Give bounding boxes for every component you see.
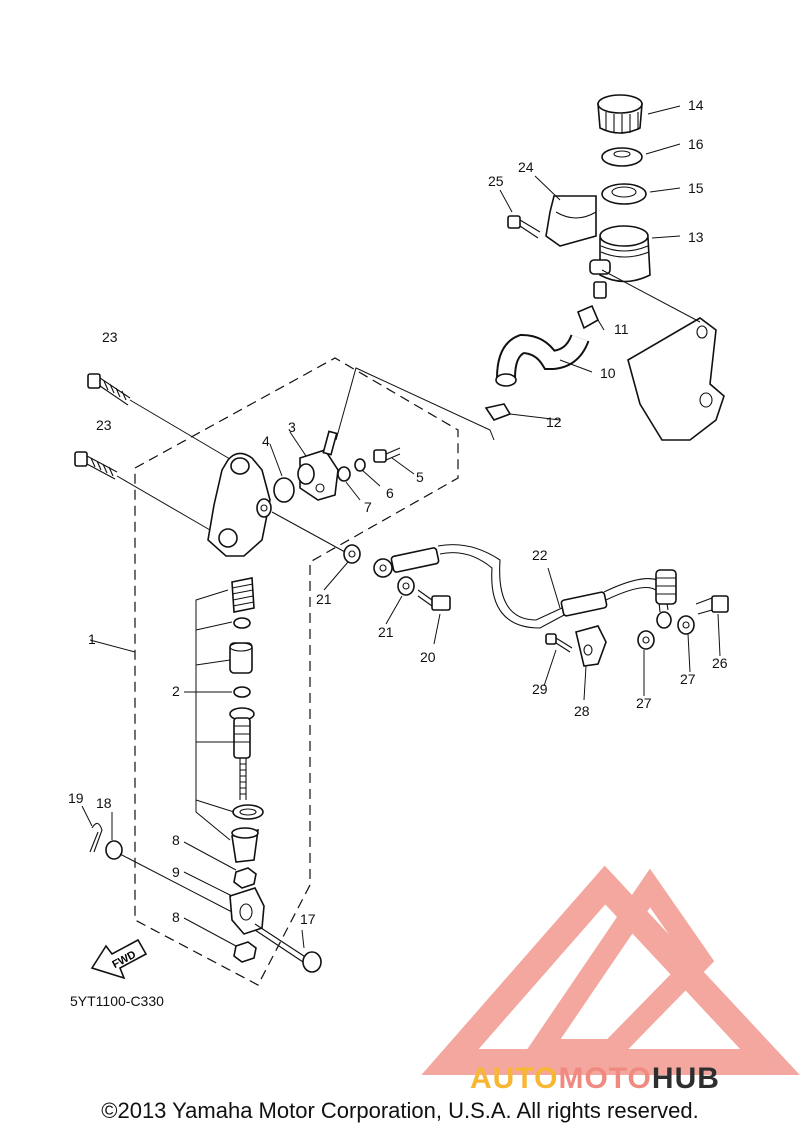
copyright-notice: ©2013 Yamaha Motor Corporation, U.S.A. A… [101, 1098, 699, 1123]
fwd-arrow: FWD [90, 938, 148, 980]
callout-27-right: 27 [680, 671, 696, 687]
washer-6 [354, 458, 366, 472]
callout-21-right: 21 [378, 624, 394, 640]
assembly-boundary [134, 357, 459, 986]
callout-8-lower: 8 [172, 909, 180, 925]
union-bolt-20 [417, 589, 451, 611]
callout-4: 4 [262, 433, 270, 449]
callout-6: 6 [386, 485, 394, 501]
callout-24: 24 [518, 159, 534, 175]
union-bolt-26 [695, 595, 729, 615]
reservoir-cap-14 [597, 94, 643, 134]
master-cylinder-body [207, 452, 272, 557]
bolt-5 [373, 447, 401, 463]
diaphragm-plate-16 [601, 147, 643, 167]
callout-22: 22 [532, 547, 548, 563]
watermark-triangle [421, 865, 800, 1075]
callout-12: 12 [546, 414, 562, 430]
callout-16: 16 [688, 136, 704, 152]
pin-17 [254, 923, 322, 973]
bolt-23-lower [74, 451, 118, 480]
washer-21-right [397, 576, 415, 596]
callout-23-upper: 23 [102, 329, 118, 345]
bolt-23-upper [87, 373, 131, 406]
washer-18 [105, 840, 123, 860]
diaphragm-15 [601, 183, 647, 205]
callout-23-lower: 23 [96, 417, 112, 433]
callout-27-left: 27 [636, 695, 652, 711]
washer-21-left [343, 544, 361, 564]
callout-15: 15 [688, 180, 704, 196]
callout-3: 3 [288, 419, 296, 435]
watermark-text: AUTOMOTOHUB [470, 1062, 720, 1095]
bolt-25 [507, 215, 541, 239]
callout-25: 25 [488, 173, 504, 189]
washer-7 [337, 466, 351, 482]
nut-8-lower [233, 941, 257, 963]
callout-2: 2 [172, 683, 180, 699]
nut-8-upper [233, 867, 257, 889]
watermark-logo [421, 865, 800, 1075]
hose-guide-28 [575, 625, 607, 667]
callout-1: 1 [88, 631, 96, 647]
callout-14: 14 [688, 97, 704, 113]
diagram-code: 5YT1100-C330 [70, 993, 164, 1009]
callout-18: 18 [96, 795, 112, 811]
hose-joint-3 [297, 430, 339, 501]
hose-clamp-12 [484, 403, 512, 421]
callout-13: 13 [688, 229, 704, 245]
reservoir-tank-13 [589, 225, 651, 299]
watermark-text-auto: AUTO [470, 1062, 558, 1095]
watermark-text-moto: MOTO [558, 1062, 651, 1095]
callout-9: 9 [172, 864, 180, 880]
callout-7: 7 [364, 499, 372, 515]
callout-8-upper: 8 [172, 832, 180, 848]
watermark-text-hub: HUB [652, 1062, 720, 1095]
callout-20: 20 [420, 649, 436, 665]
washer-27-left [637, 630, 655, 650]
mounting-bracket [627, 317, 725, 441]
brake-hose-22 [373, 544, 677, 629]
callout-10: 10 [600, 365, 616, 381]
callout-5: 5 [416, 469, 424, 485]
bolt-29 [545, 633, 573, 653]
hose-clamp-11 [576, 304, 600, 330]
reservoir-holder-24 [545, 195, 597, 247]
callout-11: 11 [614, 321, 629, 337]
callout-19: 19 [68, 790, 84, 806]
callout-28: 28 [574, 703, 590, 719]
callout-29: 29 [532, 681, 548, 697]
washer-27-right [677, 615, 695, 635]
piston-kit [229, 577, 264, 863]
o-ring-4 [273, 477, 295, 503]
cotter-pin-19 [89, 822, 103, 853]
reservoir-hose-10 [495, 333, 590, 387]
callout-17: 17 [300, 911, 316, 927]
callout-21-left: 21 [316, 591, 332, 607]
callout-26: 26 [712, 655, 728, 671]
